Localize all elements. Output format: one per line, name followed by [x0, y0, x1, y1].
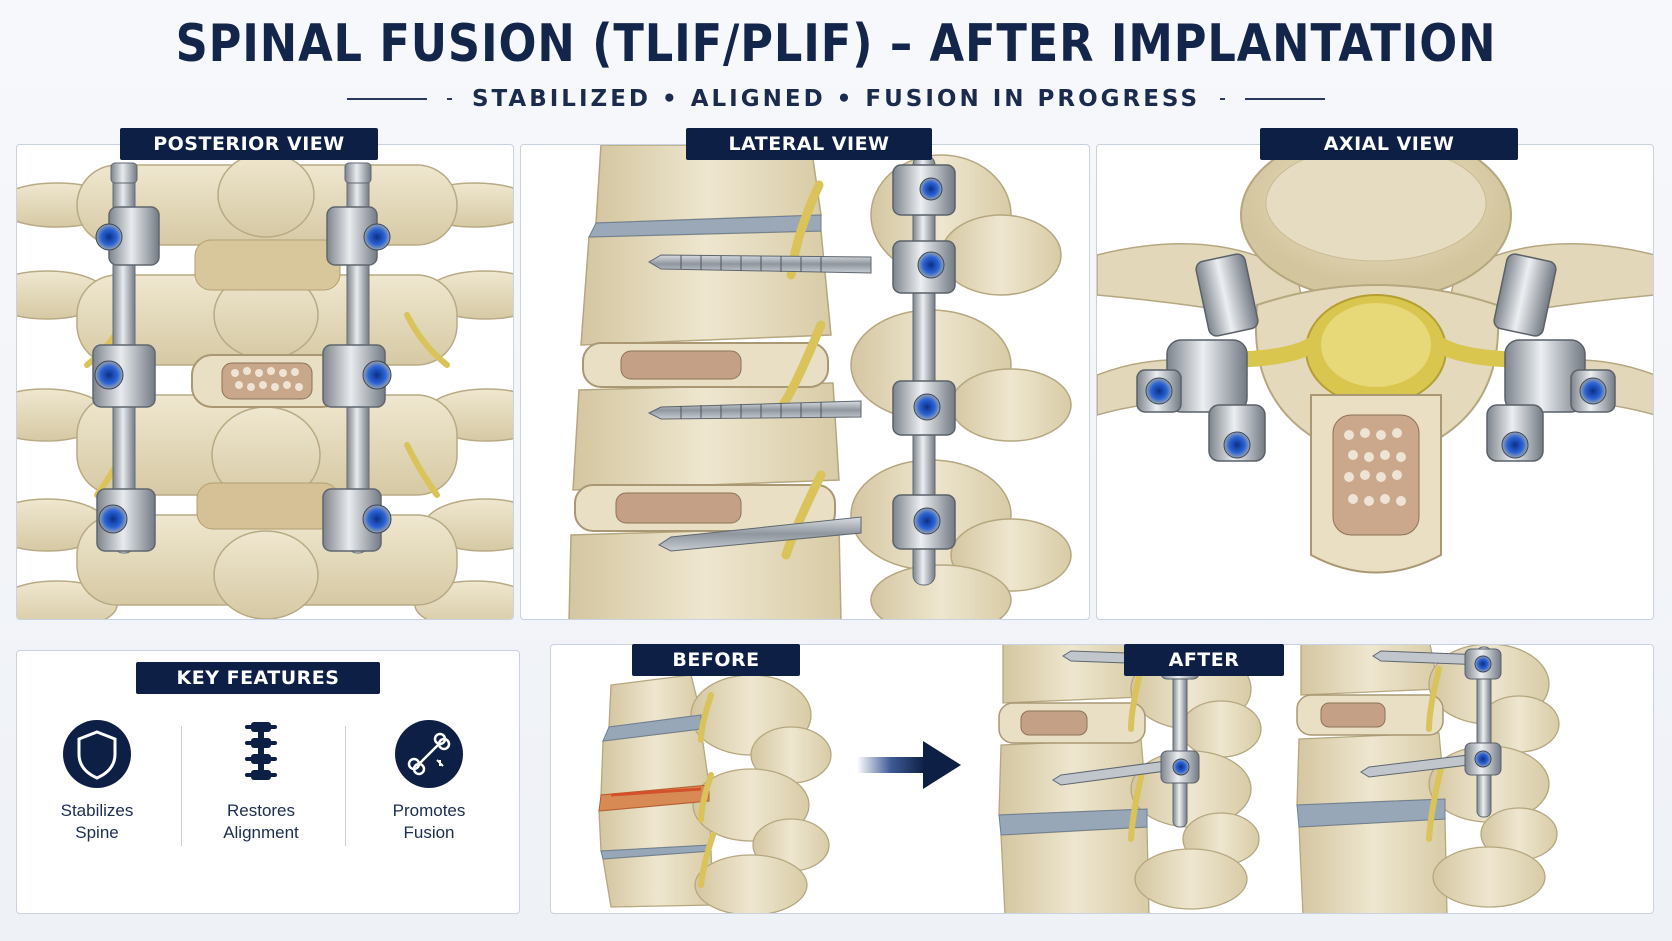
feature-stabilizes-spine: Stabilizes Spine: [32, 718, 162, 844]
feature-label-line1: Restores: [226, 801, 296, 820]
feature-restores-alignment: Restores Alignment: [196, 718, 326, 844]
subtitle: STABILIZED • ALIGNED • FUSION IN PROGRES…: [471, 86, 1201, 112]
feature-label-line2: Alignment: [223, 823, 299, 842]
page-title: SPINAL FUSION (TLIF/PLIF) – AFTER IMPLAN…: [175, 14, 1497, 74]
subtitle-row: STABILIZED • ALIGNED • FUSION IN PROGRES…: [0, 84, 1672, 114]
feature-label-line2: Spine: [75, 823, 119, 842]
before-tag: BEFORE: [632, 644, 800, 676]
posterior-spine-illustration: [17, 152, 513, 619]
after-tag: AFTER: [1124, 644, 1284, 676]
feature-label-line1: Promotes: [392, 801, 466, 820]
axial-vertebra-illustration: [1097, 145, 1653, 574]
lateral-view-panel: [520, 144, 1090, 620]
bone-icon: [393, 718, 465, 790]
subtitle-divider-left: [346, 98, 427, 100]
feature-divider: [181, 726, 182, 846]
axial-view-tag: AXIAL VIEW: [1260, 128, 1518, 160]
feature-label-line2: Fusion: [403, 823, 455, 842]
spine-icon: [225, 718, 297, 790]
feature-promotes-fusion: Promotes Fusion: [364, 718, 494, 844]
posterior-view-panel: [16, 144, 514, 620]
axial-view-panel: [1096, 144, 1654, 620]
feature-divider: [345, 726, 346, 846]
key-features-heading: KEY FEATURES: [136, 662, 380, 694]
posterior-view-tag: POSTERIOR VIEW: [120, 128, 378, 160]
shield-icon: [61, 718, 133, 790]
subtitle-divider-right: [1245, 98, 1326, 100]
before-after-illustration: [598, 645, 1560, 913]
subtitle-dash-right: [1220, 98, 1226, 100]
feature-label-line1: Stabilizes: [60, 801, 134, 820]
before-after-panel: [550, 644, 1654, 914]
subtitle-dash-left: [446, 98, 452, 100]
lateral-view-tag: LATERAL VIEW: [686, 128, 932, 160]
lateral-spine-illustration: [568, 145, 1072, 619]
